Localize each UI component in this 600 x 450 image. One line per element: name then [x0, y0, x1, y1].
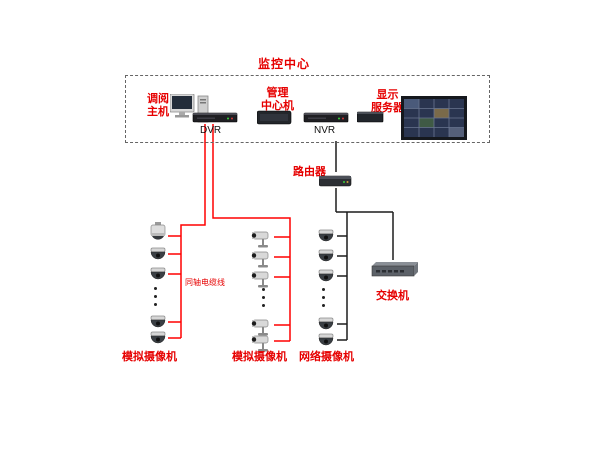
monitoring-center-title: 监控中心 [258, 57, 311, 71]
network-camera-group-label: 网络摄像机 [299, 351, 354, 363]
dome-camera-icon [150, 247, 166, 260]
nvr-label: NVR [314, 125, 336, 136]
dome-camera-icon [318, 249, 334, 262]
ellipsis-icon [322, 288, 325, 307]
dome-camera-icon [150, 267, 166, 280]
management-host-label: 管理 中心机 [261, 87, 294, 113]
review-host-pc-icon [170, 94, 209, 123]
nvr-icon [303, 112, 349, 123]
display-server-icon [357, 111, 384, 123]
router-label: 路由器 [293, 166, 326, 178]
bullet-camera-icon [251, 251, 269, 268]
dome-camera-icon [318, 269, 334, 282]
analog-cable-lines [168, 124, 291, 342]
analog-camera-group-label: 模拟摄像机 [122, 351, 177, 363]
video-wall-icon [401, 96, 467, 140]
display-server-label: 显示 服务器 [371, 89, 404, 115]
ellipsis-icon [262, 288, 265, 307]
bullet-camera-icon [251, 271, 269, 288]
coaxial-cable-label: 同轴电缆线 [185, 278, 225, 287]
review-host-label: 调阅 主机 [147, 93, 169, 119]
management-host-icon [257, 110, 292, 125]
router-icon [319, 175, 352, 187]
analog-camera-group-label: 模拟摄像机 [232, 351, 287, 363]
monitoring-center-box [125, 75, 490, 143]
dome-camera-icon [150, 331, 166, 344]
bullet-camera-icon [251, 231, 269, 248]
ellipsis-icon [154, 287, 157, 306]
network-cable-lines [335, 141, 394, 341]
dvr-label: DVR [200, 125, 222, 136]
dome-camera-icon [318, 229, 334, 242]
switch-label: 交换机 [376, 290, 409, 302]
dvr-icon [192, 112, 238, 123]
switch-icon [371, 262, 418, 277]
